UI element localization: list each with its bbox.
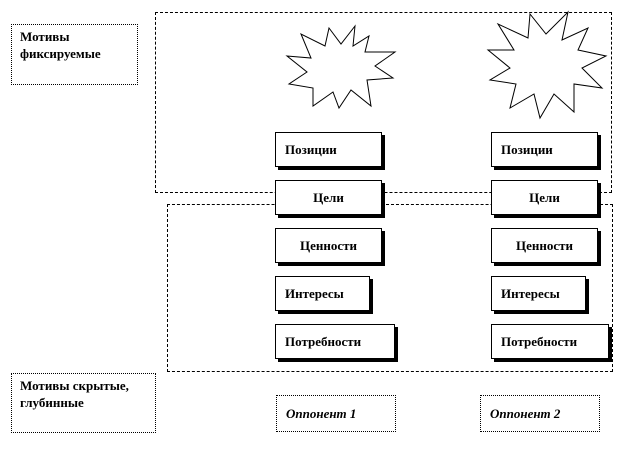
- hidden-motives-region: [167, 204, 613, 372]
- opponent2-interests-label: Интересы: [501, 285, 560, 301]
- opponent2-goals-label: Цели: [529, 189, 560, 205]
- opponent2-needs-box: Потребности: [491, 324, 609, 359]
- opponent2-needs-label: Потребности: [501, 333, 578, 349]
- opponent1-values-box: Ценности: [275, 228, 382, 263]
- opponent1-goals-box: Цели: [275, 180, 382, 215]
- opponent2-values-label: Ценности: [515, 237, 573, 253]
- opponent1-needs-box: Потребности: [275, 324, 395, 359]
- burst-icon: [486, 10, 608, 120]
- opponent1-values-label: Ценности: [299, 237, 357, 253]
- hidden-motives-text: Мотивы скрытые, глубинные: [20, 378, 129, 410]
- opponent1-name-box: Оппонент 1: [276, 395, 396, 432]
- fixed-motives-label: Мотивы фиксируемые: [11, 24, 138, 85]
- opponent2-goals-box: Цели: [491, 180, 598, 215]
- opponent2-name-box: Оппонент 2: [480, 395, 600, 432]
- opponent2-name: Оппонент 2: [490, 405, 561, 421]
- opponent1-positions-label: Позиции: [285, 141, 337, 157]
- burst-icon: [285, 24, 397, 110]
- opponent2-positions-box: Позиции: [491, 132, 598, 167]
- opponent1-goals-label: Цели: [313, 189, 344, 205]
- fixed-motives-region: [155, 12, 612, 193]
- opponent1-positions-box: Позиции: [275, 132, 382, 167]
- opponent2-positions-label: Позиции: [501, 141, 553, 157]
- opponent2-interests-box: Интересы: [491, 276, 586, 311]
- opponent1-interests-label: Интересы: [285, 285, 344, 301]
- opponent1-interests-box: Интересы: [275, 276, 370, 311]
- fixed-motives-text: Мотивы фиксируемые: [20, 29, 101, 61]
- hidden-motives-label: Мотивы скрытые, глубинные: [11, 373, 156, 433]
- opponent1-needs-label: Потребности: [285, 333, 362, 349]
- opponent1-name: Оппонент 1: [286, 405, 357, 421]
- opponent2-values-box: Ценности: [491, 228, 598, 263]
